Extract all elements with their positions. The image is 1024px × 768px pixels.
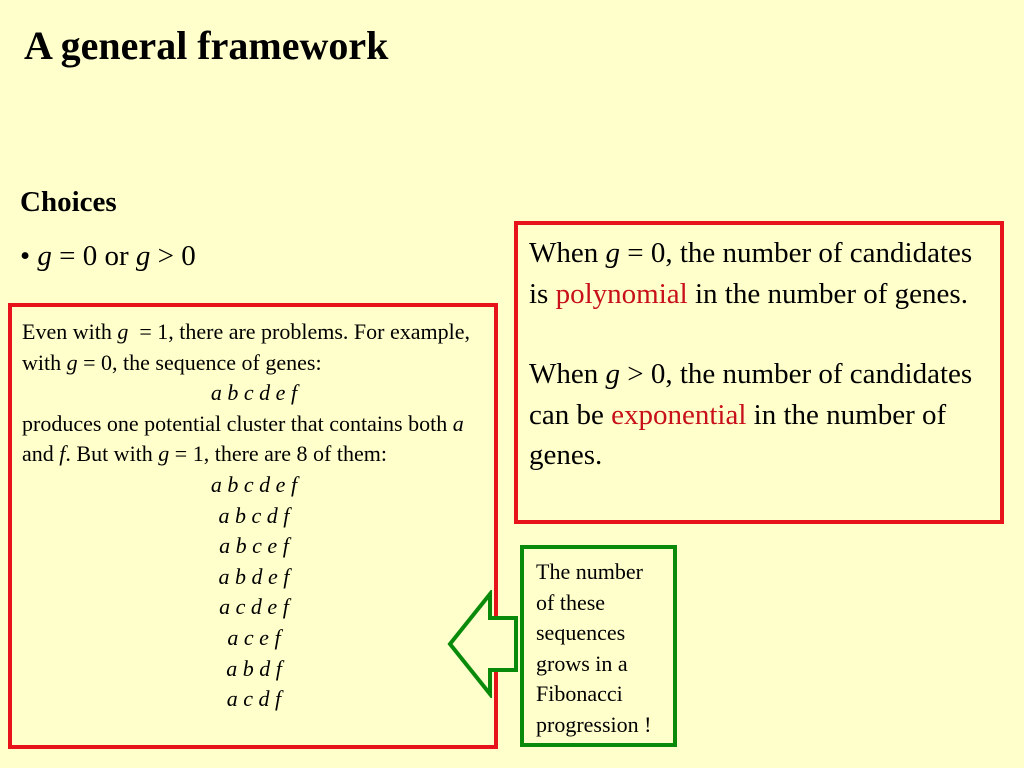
- text-span: = 1, there are problems. For example, wi…: [22, 319, 476, 375]
- var-g: g: [135, 240, 151, 272]
- bullet-dot: •: [20, 240, 31, 272]
- complexity-text: When g = 0, the number of candidates is …: [529, 233, 992, 476]
- fibonacci-note: The number of these sequences grows in a…: [520, 545, 677, 747]
- polynomial-note: When g = 0, the number of candidates is …: [529, 233, 992, 314]
- exponential-note: When g > 0, the number of candidates can…: [529, 354, 992, 476]
- paragraph-gap: [529, 314, 992, 354]
- var-g: g: [37, 240, 52, 272]
- sequence-original: a b c d e f: [210, 380, 298, 406]
- var-g: g: [158, 441, 170, 467]
- highlight-exponential: exponential: [611, 398, 747, 431]
- sequence-item: a b d e f: [218, 563, 290, 589]
- bullet-text: = 0 or: [51, 240, 136, 272]
- text-span: When: [529, 237, 606, 269]
- var-a: a: [452, 410, 464, 436]
- sequence-item: a c d f: [226, 686, 282, 712]
- var-g: g: [66, 349, 78, 375]
- var-f: f: [59, 441, 66, 467]
- sequence-item: a b c d e f: [210, 471, 298, 497]
- text-span: = 0, the number of candidates is: [529, 237, 973, 310]
- complexity-box: When g = 0, the number of candidates is …: [514, 221, 1004, 524]
- bullet-text: > 0: [150, 240, 196, 272]
- sequence-item: a b d f: [226, 655, 282, 681]
- slide-title: A general framework: [24, 23, 389, 68]
- example-text: Even with g = 1, there are problems. For…: [22, 317, 486, 715]
- var-g: g: [605, 237, 621, 269]
- text-span: in the number of genes.: [529, 398, 947, 472]
- green-left-arrow-icon: [447, 590, 518, 698]
- var-g: g: [117, 319, 129, 344]
- sequence-item: a c e f: [227, 624, 281, 650]
- text-span: = 0, the sequence of genes:: [77, 349, 322, 375]
- choices-heading: Choices: [20, 186, 117, 218]
- sequence-item: a c d e f: [219, 594, 289, 620]
- sequence-item: a b c d f: [218, 502, 290, 528]
- text-span: . But with: [65, 441, 159, 467]
- sequence-list: a b c d e f a b c d f a b c e f a b d e …: [22, 470, 486, 715]
- text-span: and: [22, 441, 60, 467]
- text-span: When: [529, 358, 606, 390]
- text-span: in the number of genes.: [687, 277, 968, 310]
- example-box: Even with g = 1, there are problems. For…: [8, 303, 498, 749]
- text-span: Even with: [22, 319, 118, 344]
- sequence-item: a b c e f: [219, 533, 289, 559]
- highlight-polynomial: polynomial: [555, 277, 688, 310]
- fibonacci-text: The number of these sequences grows in a…: [536, 559, 652, 737]
- example-intro: Even with g = 1, there are problems. For…: [22, 317, 486, 378]
- choices-bullet: • g = 0 or g > 0: [20, 240, 196, 273]
- text-span: produces one potential cluster that cont…: [22, 410, 453, 436]
- var-g: g: [605, 358, 621, 390]
- text-span: = 1, there are 8 of them:: [169, 441, 387, 467]
- example-explanation: produces one potential cluster that cont…: [22, 409, 486, 470]
- text-span: > 0, the number of candidates can be: [529, 358, 973, 431]
